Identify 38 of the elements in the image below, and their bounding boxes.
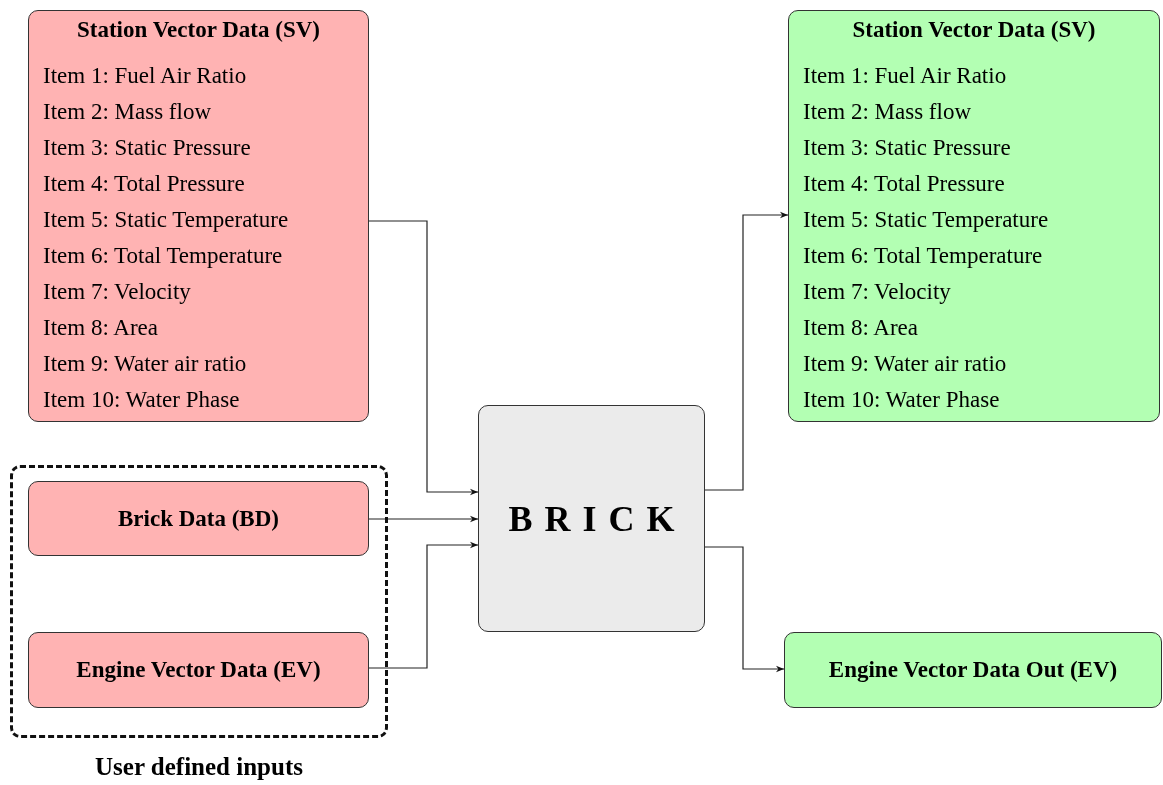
- list-item: Item 2: Mass flow: [803, 99, 971, 125]
- list-item: Item 2: Mass flow: [43, 99, 211, 125]
- list-item: Item 4: Total Pressure: [43, 171, 245, 197]
- arrow: [368, 541, 479, 669]
- data-box: [28, 481, 369, 556]
- data-list-box: [788, 10, 1160, 422]
- box-heading: Station Vector Data (SV): [76, 17, 321, 43]
- list-item: Item 8: Area: [803, 315, 918, 341]
- list-item: Item 6: Total Temperature: [43, 243, 283, 269]
- data-box: [784, 632, 1162, 708]
- group-label: User defined inputs: [94, 753, 304, 781]
- list-item: Item 10: Water Phase: [43, 387, 240, 413]
- arrow: [368, 220, 479, 496]
- list-item: Item 3: Static Pressure: [43, 135, 251, 161]
- list-item: Item 3: Static Pressure: [803, 135, 1011, 161]
- arrow: [704, 546, 785, 673]
- box-heading: Station Vector Data (SV): [851, 17, 1097, 43]
- data-list-box: [28, 10, 369, 422]
- process-box: [478, 405, 705, 632]
- arrow: [368, 515, 479, 523]
- list-item: Item 1: Fuel Air Ratio: [803, 63, 1007, 89]
- list-item: Item 1: Fuel Air Ratio: [43, 63, 247, 89]
- data-box: [28, 632, 369, 708]
- list-item: Item 9: Water air ratio: [803, 351, 1007, 377]
- box-title: BRICK: [507, 497, 688, 540]
- box-heading: Engine Vector Data Out (EV): [827, 657, 1119, 683]
- list-item: Item 10: Water Phase: [803, 387, 1000, 413]
- list-item: Item 8: Area: [43, 315, 158, 341]
- list-item: Item 6: Total Temperature: [803, 243, 1043, 269]
- list-item: Item 5: Static Temperature: [803, 207, 1049, 233]
- list-item: Item 5: Static Temperature: [43, 207, 289, 233]
- box-heading: Engine Vector Data (EV): [75, 657, 322, 683]
- arrow: [704, 211, 789, 491]
- list-item: Item 4: Total Pressure: [803, 171, 1005, 197]
- list-item: Item 9: Water air ratio: [43, 351, 247, 377]
- list-item: Item 7: Velocity: [43, 279, 191, 305]
- list-item: Item 7: Velocity: [803, 279, 951, 305]
- box-heading: Brick Data (BD): [117, 505, 280, 532]
